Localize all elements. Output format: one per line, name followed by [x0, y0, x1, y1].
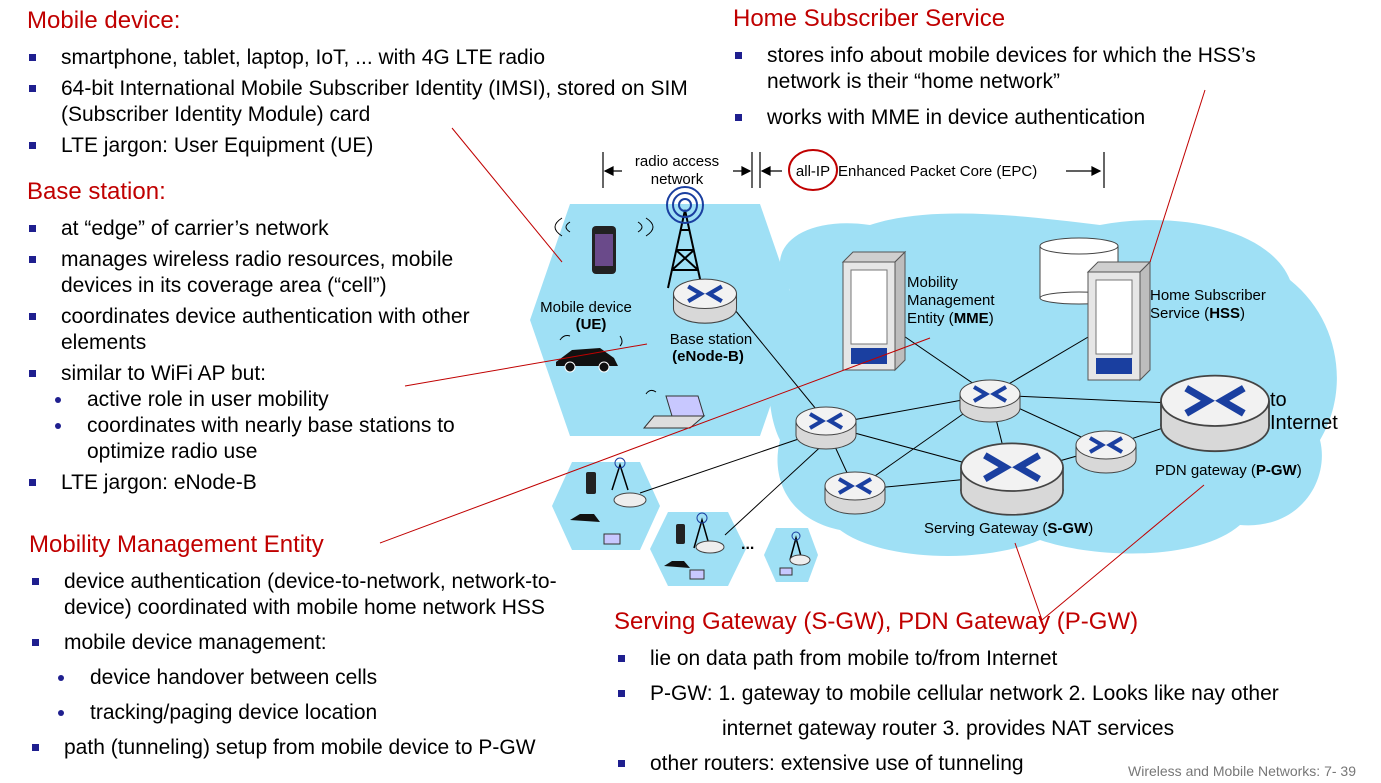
gateways-list: lie on data path from mobile to/from Int…: [616, 646, 1336, 777]
mme-list: device authentication (device-to-network…: [30, 569, 610, 761]
small-cell-devices-2: [664, 512, 725, 580]
pgw-label: PDN gateway (P-GW): [1155, 462, 1302, 479]
hss-heading: Home Subscriber Service: [733, 5, 1006, 32]
base-station-label: Base station: [670, 331, 753, 348]
ran-label-2: network: [651, 171, 704, 188]
list-item: manages wireless radio resources, mobile…: [27, 247, 507, 299]
list-item: LTE jargon: User Equipment (UE): [27, 133, 697, 159]
mme-label-2: Management: [907, 292, 995, 309]
list-item: device authentication (device-to-network…: [30, 569, 610, 621]
epc-label: Enhanced Packet Core (EPC): [838, 163, 1037, 180]
to-internet-label: to: [1270, 389, 1287, 411]
hss-label-1: Home Subscriber: [1150, 287, 1266, 304]
all-ip-label: all-IP: [796, 163, 830, 180]
base-station-router-icon: [674, 279, 737, 323]
slide-footer: Wireless and Mobile Networks: 7- 39: [1128, 763, 1356, 779]
epc-cloud: [769, 213, 1337, 557]
mme-heading: Mobility Management Entity: [29, 531, 324, 558]
small-cell-devices-1: [570, 457, 647, 545]
sgw-label: Serving Gateway (S-GW): [924, 520, 1093, 537]
list-item: smartphone, tablet, laptop, IoT, ... wit…: [27, 45, 697, 71]
list-item: stores info about mobile devices for whi…: [733, 43, 1333, 95]
list-item: at “edge” of carrier’s network: [27, 216, 507, 242]
list-item: path (tunneling) setup from mobile devic…: [30, 735, 610, 761]
hss-server-icon: [1087, 261, 1151, 381]
ue-label: (UE): [576, 316, 607, 333]
ran-label: radio access: [635, 153, 719, 170]
cell-hexagon-small-1: [552, 462, 660, 550]
list-item: 64-bit International Mobile Subscriber I…: [27, 76, 697, 128]
list-item: LTE jargon: eNode-B: [27, 470, 507, 496]
list-item: coordinates with nearly base stations to…: [27, 413, 507, 465]
list-item: similar to WiFi AP but:: [27, 361, 507, 387]
list-item: internet gateway router 3. provides NAT …: [722, 717, 1175, 740]
base-station-list: at “edge” of carrier’s network manages w…: [27, 216, 507, 496]
mobile-device-label: Mobile device: [540, 299, 632, 316]
base-station-heading: Base station:: [27, 178, 166, 205]
epc-router-icon: [958, 378, 1022, 424]
list-item: works with MME in device authentication: [733, 105, 1333, 131]
list-item: mobile device management:: [30, 630, 610, 656]
antenna-tower-icon: [666, 186, 704, 289]
list-item: lie on data path from mobile to/from Int…: [616, 646, 1336, 672]
hss-list: stores info about mobile devices for whi…: [733, 43, 1333, 131]
laptop-icon: [642, 389, 706, 429]
epc-router-icon: [1074, 429, 1138, 475]
hss-label-2: Service (HSS): [1150, 305, 1245, 322]
enodeb-label: (eNode-B): [672, 348, 744, 365]
list-item: P-GW: 1. gateway to mobile cellular netw…: [616, 681, 1336, 707]
mobile-device-list: smartphone, tablet, laptop, IoT, ... wit…: [27, 45, 697, 159]
small-cell-devices-3: [779, 531, 811, 576]
list-item: other routers: extensive use of tunnelin…: [616, 751, 1336, 777]
mme-label-3: Entity (MME): [907, 310, 994, 327]
mme-label-1: Mobility: [907, 274, 958, 291]
list-item: tracking/paging device location: [30, 700, 610, 726]
car-icon: [556, 335, 623, 373]
all-ip-highlight-circle: [788, 149, 838, 191]
list-item: active role in user mobility: [27, 387, 507, 413]
mme-server-icon: [842, 251, 906, 371]
list-item: device handover between cells: [30, 665, 610, 691]
gateways-heading: Serving Gateway (S-GW), PDN Gateway (P-G…: [614, 608, 1139, 635]
pgw-router-icon: [1161, 376, 1269, 452]
callout-lines: [379, 89, 1206, 621]
ran-epc-arrows: [602, 152, 1105, 188]
smartphone-icon: [554, 217, 654, 274]
to-internet-label-2: Internet: [1270, 412, 1338, 434]
list-item: coordinates device authentication with o…: [27, 304, 507, 356]
sgw-router-icon: [961, 443, 1063, 514]
mobile-device-heading: Mobile device:: [27, 7, 181, 34]
ellipsis-label: ...: [741, 536, 754, 553]
epc-router-icon: [794, 405, 858, 451]
epc-router-icon: [823, 470, 887, 516]
